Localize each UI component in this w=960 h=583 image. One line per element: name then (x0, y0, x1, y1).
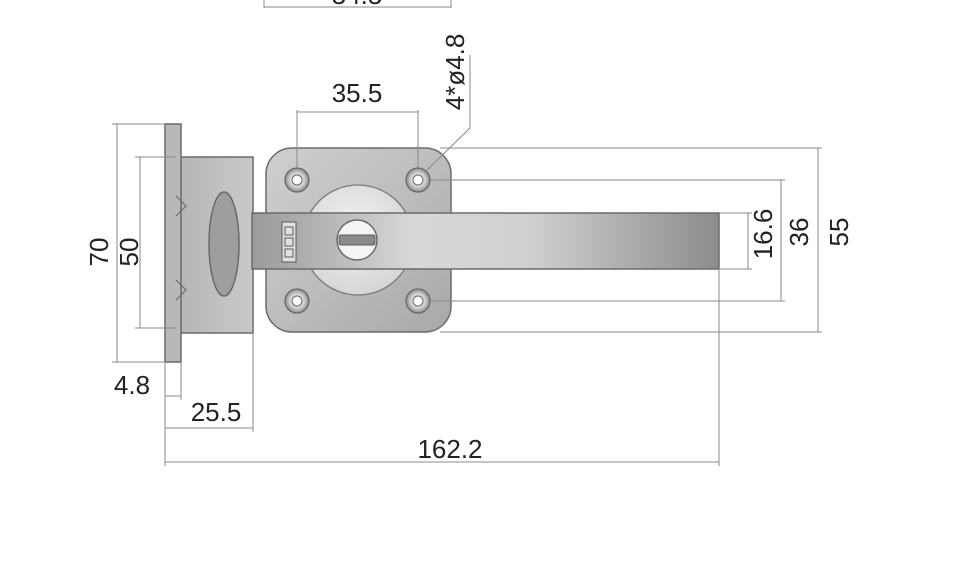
screw-hole-icon (284, 288, 310, 314)
brand-stamp-icon (281, 221, 297, 263)
dim-hole-callout: 4*ø4.8 (440, 34, 470, 111)
oval-slot (208, 191, 240, 297)
dim-base-height: 55 (824, 218, 854, 247)
dim-plate-height: 70 (84, 238, 114, 267)
dimension-labels: 54.5 35.5 4*ø4.8 70 50 4.8 25.5 162.2 16… (84, 0, 854, 464)
slotted-spindle-icon (336, 219, 378, 261)
chevron-mark-bottom (175, 279, 187, 301)
screw-hole-icon (284, 167, 310, 193)
dim-overall-length: 162.2 (417, 434, 482, 464)
dim-lever-width: 16.6 (748, 209, 778, 260)
dim-hole-spacing: 35.5 (332, 78, 383, 108)
dim-plate-thickness: 4.8 (114, 370, 150, 400)
screw-hole-icon (405, 288, 431, 314)
dimension-lines (112, 0, 822, 466)
dim-hole-vertical-spacing: 36 (784, 218, 814, 247)
dim-strike-height: 50 (114, 238, 144, 267)
dim-top-partial: 54.5 (332, 0, 383, 10)
latch-assembly (164, 123, 720, 363)
face-plate (164, 123, 182, 363)
chevron-mark-top (175, 195, 187, 217)
lever-handle (251, 212, 720, 270)
screw-hole-icon (405, 167, 431, 193)
dim-body-depth: 25.5 (191, 397, 242, 427)
